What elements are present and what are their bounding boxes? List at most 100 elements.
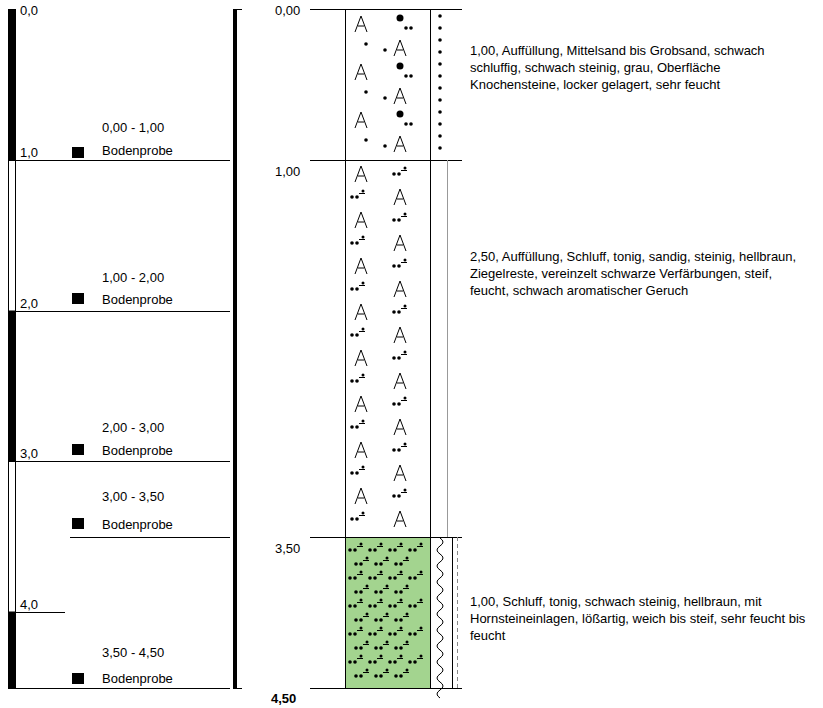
silt-dot — [350, 517, 354, 521]
clay-dash — [359, 377, 365, 378]
silt-dot — [374, 646, 378, 650]
silt-dot — [397, 310, 401, 314]
clay-dash — [401, 492, 407, 493]
silt-dot — [368, 548, 372, 552]
fill-symbol — [394, 327, 406, 343]
sand-dot — [438, 134, 442, 138]
silt-dot — [404, 351, 407, 354]
silt-dot — [397, 356, 401, 360]
sample-range: 1,00 - 2,00 — [102, 270, 164, 285]
clay-dash — [363, 588, 369, 589]
silt-dot — [379, 646, 383, 650]
clay-dash — [359, 239, 365, 240]
silt-dot — [350, 195, 354, 199]
sand-dot — [383, 144, 387, 148]
bracket-bar — [233, 9, 242, 689]
clay-dash — [357, 630, 363, 631]
clay-dash — [357, 546, 363, 547]
fill-symbol — [355, 304, 367, 320]
silt-dot — [350, 241, 354, 245]
silt-dot — [413, 604, 417, 608]
silt-dot — [400, 571, 403, 574]
silt-dot — [354, 562, 358, 566]
silt-dot — [374, 618, 378, 622]
silt-dot — [350, 425, 354, 429]
silt-dot — [355, 241, 359, 245]
silt-dot — [392, 402, 396, 406]
clay-dash — [359, 423, 365, 424]
tick-lines — [8, 161, 230, 689]
layer-depth: 1,00 — [275, 164, 300, 179]
clay-dash — [377, 602, 383, 603]
silt-dot — [408, 548, 412, 552]
silt-dot — [394, 646, 398, 650]
silt-dot — [393, 660, 397, 664]
silt-dot — [406, 613, 409, 616]
silt-dot — [366, 641, 369, 644]
silt-dot — [392, 448, 396, 452]
silt-dot — [348, 548, 352, 552]
clay-dash — [357, 658, 363, 659]
silt-dot — [392, 264, 396, 268]
fill-symbol — [394, 235, 406, 251]
silt-dot — [394, 562, 398, 566]
fill-symbol — [355, 442, 367, 458]
silt-dot — [399, 590, 403, 594]
silt-dot — [388, 576, 392, 580]
silt-dot — [404, 443, 407, 446]
clay-dash — [417, 630, 423, 631]
silt-dot — [366, 557, 369, 560]
depth-scale-label: 2,0 — [20, 296, 38, 311]
clay-dash — [359, 285, 365, 286]
silt-dot — [348, 660, 352, 664]
silt-dot — [379, 562, 383, 566]
clay-dash — [363, 616, 369, 617]
clay-dash — [397, 546, 403, 547]
silt-dot — [366, 613, 369, 616]
silt-dot — [397, 218, 401, 222]
clay-dash — [403, 560, 409, 561]
clay-dash — [377, 658, 383, 659]
silt-dot — [404, 489, 407, 492]
silt-dot — [359, 646, 363, 650]
silt-dot — [413, 548, 417, 552]
silt-dot — [353, 660, 357, 664]
sample-range: 3,50 - 4,50 — [102, 645, 164, 660]
fill-symbol — [355, 212, 367, 228]
silt-dot — [355, 425, 359, 429]
clay-dash — [401, 216, 407, 217]
silt-dot — [362, 420, 365, 423]
silt-dot — [388, 604, 392, 608]
clay-dash — [383, 588, 389, 589]
clay-dash — [357, 574, 363, 575]
silt-dot — [359, 674, 363, 678]
silt-dot — [348, 604, 352, 608]
sample-label: Bodenprobe — [102, 292, 173, 307]
clay-dash — [397, 630, 403, 631]
silt-dot — [368, 604, 372, 608]
sand-dot — [438, 122, 442, 126]
silt-dot — [360, 655, 363, 658]
silt-dot — [374, 674, 378, 678]
silt-dot — [360, 571, 363, 574]
silt-dot — [350, 471, 354, 475]
sand-dot — [397, 15, 404, 22]
fill-symbol — [355, 350, 367, 366]
loess-layer — [346, 538, 431, 689]
silt-dot — [388, 660, 392, 664]
silt-dot — [366, 585, 369, 588]
silt-dot — [394, 618, 398, 622]
clay-dash — [417, 574, 423, 575]
silt-dot — [379, 674, 383, 678]
silt-dot — [388, 632, 392, 636]
silt-dot — [374, 562, 378, 566]
sand-dot — [438, 50, 442, 54]
layer-depth: 3,50 — [275, 541, 300, 556]
sand-dot — [438, 74, 442, 78]
silt-dot — [373, 604, 377, 608]
clay-dash — [403, 588, 409, 589]
silt-dot — [420, 627, 423, 630]
silt-dot — [354, 590, 358, 594]
silt-dot — [406, 669, 409, 672]
silt-dot — [355, 333, 359, 337]
